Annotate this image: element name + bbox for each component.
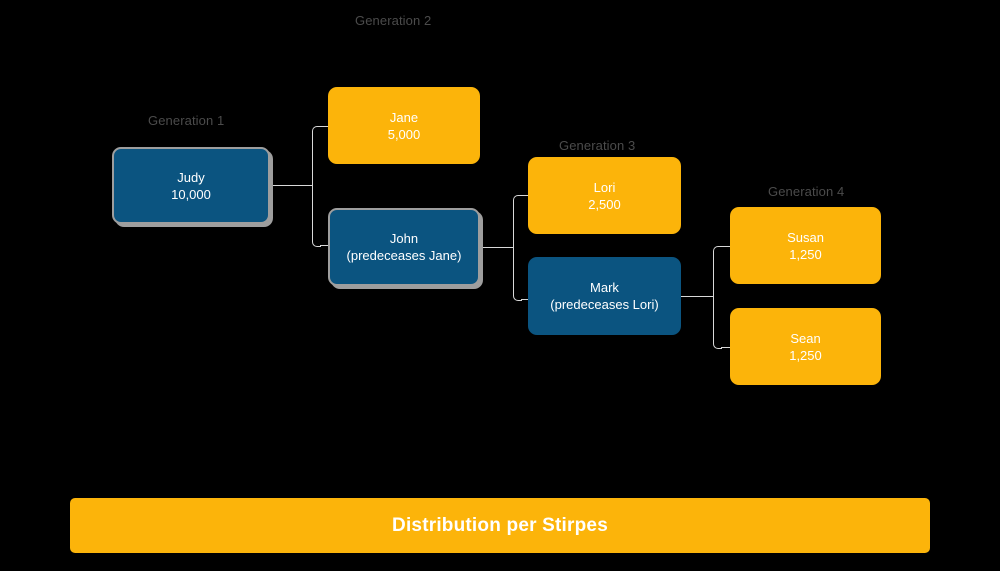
node-lori[interactable]: Lori 2,500 (528, 157, 681, 234)
connector-corner-mark-bottom (713, 340, 722, 349)
generation-3-label: Generation 3 (559, 138, 636, 153)
connector-john-to-lori (521, 195, 530, 196)
connector-mark-trunk (681, 296, 713, 297)
node-susan-amount: 1,250 (789, 246, 822, 262)
node-judy-amount: 10,000 (171, 186, 211, 202)
node-sean[interactable]: Sean 1,250 (730, 308, 881, 385)
connector-mark-to-sean (721, 347, 731, 348)
connector-corner-judy-bottom (312, 238, 321, 247)
node-jane-name: Jane (389, 109, 419, 125)
node-susan[interactable]: Susan 1,250 (730, 207, 881, 284)
generation-4-label: Generation 4 (768, 184, 845, 199)
connector-mark-to-susan (721, 246, 731, 247)
node-john-name: John (389, 231, 419, 246)
connector-judy-trunk (270, 185, 312, 186)
connector-corner-john-top (513, 195, 522, 204)
generation-2-label: Generation 2 (355, 13, 432, 28)
connector-john-to-mark (521, 299, 530, 300)
node-susan-name: Susan (787, 229, 824, 245)
node-mark-note: (predeceases Lori) (550, 297, 659, 312)
node-judy-name: Judy (177, 169, 205, 185)
node-jane-amount: 5,000 (387, 126, 421, 142)
connector-john-spine (513, 200, 514, 295)
connector-corner-mark-top (713, 246, 722, 255)
node-john[interactable]: John (predeceases Jane) (328, 208, 480, 286)
node-sean-amount: 1,250 (789, 347, 822, 363)
connector-judy-to-jane (320, 126, 330, 127)
generation-1-label: Generation 1 (148, 113, 225, 128)
distribution-banner: Distribution per Stirpes (70, 498, 930, 553)
connector-corner-judy-top (312, 126, 321, 135)
node-judy[interactable]: Judy 10,000 (112, 147, 270, 224)
connector-mark-spine (713, 251, 714, 343)
connector-john-trunk (482, 247, 513, 248)
connector-judy-spine (312, 131, 313, 241)
node-lori-name: Lori (593, 179, 616, 195)
node-lori-amount: 2,500 (588, 196, 621, 212)
node-jane[interactable]: Jane 5,000 (328, 87, 480, 164)
distribution-banner-label: Distribution per Stirpes (392, 514, 608, 536)
node-mark-name: Mark (590, 280, 619, 295)
connector-corner-john-bottom (513, 292, 522, 301)
node-mark[interactable]: Mark (predeceases Lori) (528, 257, 681, 335)
connector-judy-to-john (320, 245, 330, 246)
node-john-note: (predeceases Jane) (346, 248, 462, 263)
node-sean-name: Sean (790, 330, 821, 346)
